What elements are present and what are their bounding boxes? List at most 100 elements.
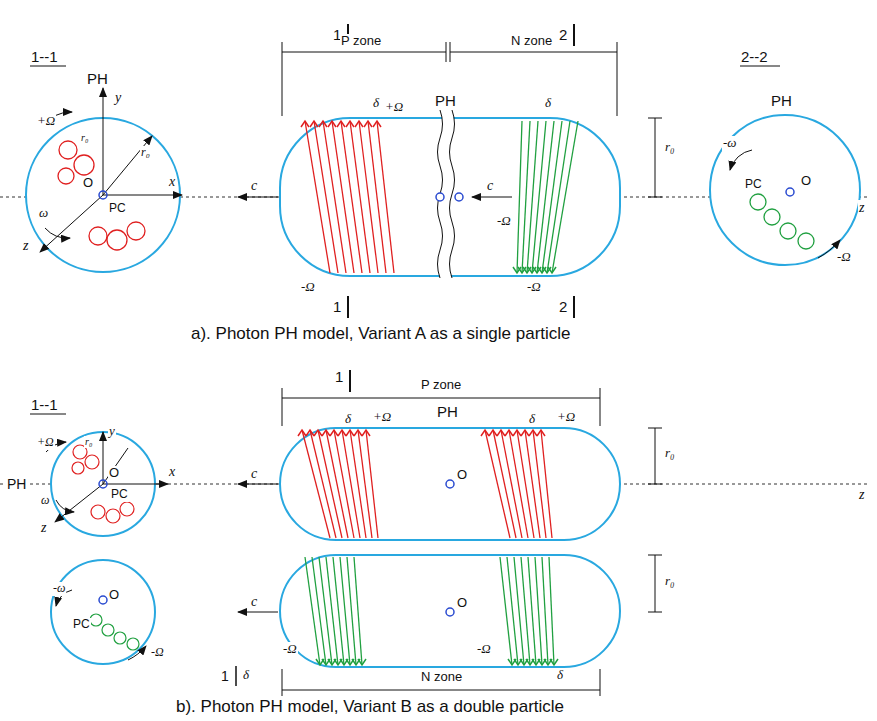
- dimension-label: δ: [242, 668, 250, 683]
- winding-arrow: [319, 121, 327, 127]
- dimension-label: P zone: [340, 34, 382, 49]
- section-title: 2--2: [740, 48, 769, 65]
- winding-line: [527, 121, 538, 273]
- rotation-label: -Ω: [526, 280, 542, 295]
- axis-label: z: [40, 520, 47, 536]
- axis-label: PH: [434, 92, 457, 109]
- rotation-label: -Ω: [282, 642, 298, 657]
- rotation-label: -Ω: [836, 250, 852, 265]
- centre-label: O: [108, 588, 120, 603]
- winding-arrow: [548, 267, 556, 273]
- centre-label: O: [456, 596, 468, 611]
- winding-line: [312, 557, 326, 665]
- axis-label: y: [108, 424, 116, 439]
- rotation-label: +Ω: [556, 410, 576, 425]
- winding-arrow: [362, 430, 370, 436]
- winding-line: [517, 430, 534, 538]
- caption: b). Photon PH model, Variant B as a doub…: [175, 697, 565, 717]
- axis-label: y: [114, 90, 122, 106]
- winding-arrow: [322, 430, 330, 436]
- section-title: 1--1: [30, 48, 59, 65]
- radius-label: r₀: [140, 146, 151, 160]
- winding-line: [517, 121, 522, 273]
- winding-arrow: [346, 430, 354, 436]
- rotation-label: -Ω: [300, 280, 316, 295]
- radius-label: r₀: [80, 132, 89, 144]
- rotation-label: +Ω: [372, 410, 392, 425]
- centre-label: O: [456, 468, 468, 483]
- winding-arrow: [497, 430, 505, 436]
- winding-arrow: [550, 659, 558, 665]
- radius-label: r₀: [664, 574, 676, 589]
- velocity-label: c: [250, 594, 258, 610]
- winding-line: [485, 430, 510, 538]
- dimension-label: δ: [556, 668, 564, 683]
- winding-arrow: [529, 430, 537, 436]
- winding-arrow: [481, 430, 489, 436]
- winding-line: [358, 430, 372, 538]
- winding-line: [541, 430, 552, 538]
- radius-label: r₀: [664, 446, 676, 461]
- dimension-label: δ: [344, 412, 352, 427]
- radius-label: r₀: [84, 436, 93, 448]
- axis-label: PH: [6, 476, 27, 492]
- centre-label: O: [108, 466, 120, 481]
- winding-line: [333, 557, 344, 665]
- dimension-label: N zone: [420, 670, 463, 685]
- winding-line: [533, 430, 546, 538]
- winding-line: [318, 430, 342, 538]
- centre-label: O: [800, 174, 812, 189]
- winding-arrow: [373, 121, 381, 127]
- winding-arrow: [513, 430, 521, 436]
- winding-arrow: [301, 121, 309, 127]
- part-label: PC: [110, 488, 129, 502]
- winding-arrow: [354, 430, 362, 436]
- rotation-label: -Ω: [476, 642, 492, 657]
- section-marker: 2: [558, 298, 568, 315]
- axis-label: z: [858, 200, 865, 216]
- rotation-label: +Ω: [384, 100, 404, 115]
- winding-arrow: [338, 430, 346, 436]
- axis-label: z: [22, 238, 29, 254]
- rotation-label: +Ω: [36, 436, 55, 450]
- axis-label: z: [858, 487, 865, 503]
- rotation-label: -Ω: [496, 214, 512, 229]
- section-marker: 1: [334, 368, 344, 385]
- dimension-label: P zone: [420, 378, 462, 393]
- radius-label: r₀: [664, 140, 676, 155]
- part-label: PC: [72, 618, 91, 632]
- winding-line: [377, 121, 394, 273]
- winding-arrow: [489, 430, 497, 436]
- winding-arrow: [364, 121, 372, 127]
- winding-line: [368, 121, 386, 273]
- winding-line: [305, 557, 320, 665]
- rotation-label: -ω: [52, 582, 66, 596]
- axis-label: x: [168, 174, 176, 190]
- winding-line: [542, 557, 548, 665]
- velocity-label: c: [250, 178, 258, 194]
- velocity-label: c: [486, 178, 494, 194]
- rotation-label: -ω: [722, 136, 738, 151]
- winding-arrow: [306, 430, 314, 436]
- winding-arrow: [358, 659, 366, 665]
- winding-arrow: [505, 430, 513, 436]
- axis-label: x: [168, 464, 176, 480]
- winding-line: [319, 557, 332, 665]
- winding-line: [350, 430, 366, 538]
- winding-line: [500, 557, 512, 665]
- winding-line: [359, 121, 378, 273]
- dimension-label: δ: [528, 412, 536, 427]
- caption: a). Photon PH model, Variant A as a sing…: [190, 324, 572, 344]
- winding-line: [310, 430, 336, 538]
- section-title: 1--1: [30, 396, 59, 413]
- dimension-label: δ: [372, 96, 380, 111]
- winding-arrow: [298, 430, 306, 436]
- winding-line: [549, 557, 554, 665]
- dimension-label: N zone: [510, 34, 553, 49]
- part-label: PC: [744, 178, 763, 192]
- winding-line: [342, 430, 360, 538]
- winding-line: [326, 557, 338, 665]
- winding-arrow: [537, 430, 545, 436]
- axis-label: PH: [436, 403, 459, 420]
- winding-line: [552, 121, 578, 273]
